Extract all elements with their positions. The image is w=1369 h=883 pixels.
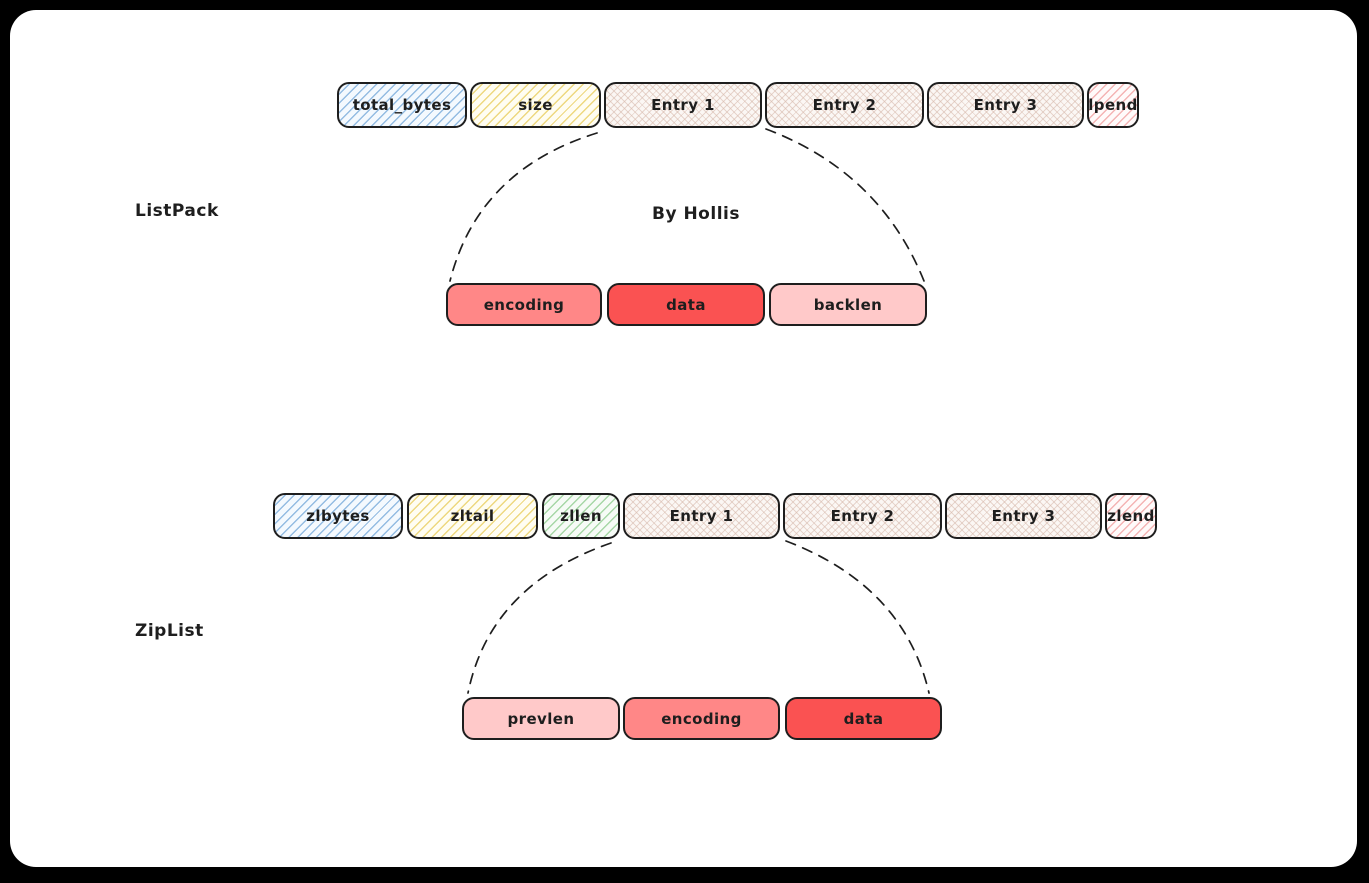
ziplist-entry1-connector-left <box>467 542 612 694</box>
listpack-box-size: size <box>470 82 601 128</box>
listpack-entry1-connector-right <box>765 128 925 282</box>
listpack-box-entry-2: Entry 2 <box>765 82 924 128</box>
listpack-detail-data: data <box>607 283 765 326</box>
ziplist-box-zllen: zllen <box>542 493 620 539</box>
ziplist-detail-encoding: encoding <box>623 697 780 740</box>
ziplist-box-entry-1: Entry 1 <box>623 493 780 539</box>
ziplist-box-entry-2: Entry 2 <box>783 493 942 539</box>
listpack-detail-encoding: encoding <box>446 283 602 326</box>
ziplist-box-zlbytes: zlbytes <box>273 493 403 539</box>
listpack-box-total-bytes: total_bytes <box>337 82 467 128</box>
listpack-section-label: ListPack <box>135 201 219 221</box>
ziplist-box-entry-3: Entry 3 <box>945 493 1102 539</box>
ziplist-entry1-connector-right <box>785 540 930 694</box>
listpack-box-lpend: lpend <box>1087 82 1139 128</box>
ziplist-section-label: ZipList <box>135 621 204 641</box>
ziplist-box-zltail: zltail <box>407 493 538 539</box>
listpack-entry1-connector-left <box>449 132 598 282</box>
ziplist-detail-prevlen: prevlen <box>462 697 620 740</box>
listpack-detail-backlen: backlen <box>769 283 927 326</box>
listpack-box-entry-1: Entry 1 <box>604 82 762 128</box>
ziplist-box-zlend: zlend <box>1105 493 1157 539</box>
ziplist-detail-data: data <box>785 697 942 740</box>
author-note: By Hollis <box>652 204 740 224</box>
listpack-box-entry-3: Entry 3 <box>927 82 1084 128</box>
